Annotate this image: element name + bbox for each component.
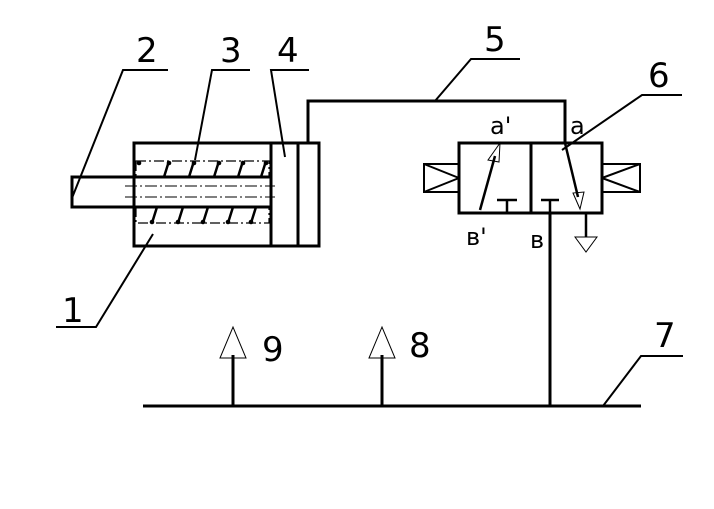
up-arrow-icon (219, 325, 247, 359)
piston-rod (70, 175, 271, 209)
label-part-4: 4 (277, 31, 299, 71)
label-part-9: 9 (262, 330, 284, 370)
port-label-a-prime: a' (490, 112, 511, 140)
solenoid-left (423, 163, 460, 193)
solenoid-valve (423, 141, 641, 253)
port-label-b-prime: в' (466, 223, 487, 251)
label-part-3: 3 (220, 31, 242, 71)
spring-chamber-top (135, 160, 270, 178)
cylinder (70, 141, 321, 248)
flow-arrow-right (563, 142, 580, 198)
label-part-8: 8 (409, 326, 431, 366)
label-part-1: 1 (62, 291, 84, 331)
label-part-6: 6 (648, 56, 670, 96)
leaders (56, 58, 683, 407)
exhaust-arrow-icon (574, 236, 598, 253)
solenoid-right (601, 163, 641, 193)
flow-arrow-left (478, 155, 497, 211)
pipe-cylinder-to-valve (306, 99, 567, 143)
branch-8 (368, 325, 396, 406)
spring-dots (136, 160, 269, 225)
branch-9 (219, 325, 247, 406)
port-label-b: в (530, 226, 544, 254)
label-part-5: 5 (484, 20, 506, 60)
label-part-7: 7 (654, 316, 676, 356)
label-part-2: 2 (136, 31, 158, 71)
port-label-a: a (570, 112, 585, 140)
cylinder-body (132, 141, 321, 248)
spring-chamber-bottom (135, 206, 270, 224)
spring-top (150, 160, 268, 224)
up-arrow-icon (368, 325, 396, 359)
